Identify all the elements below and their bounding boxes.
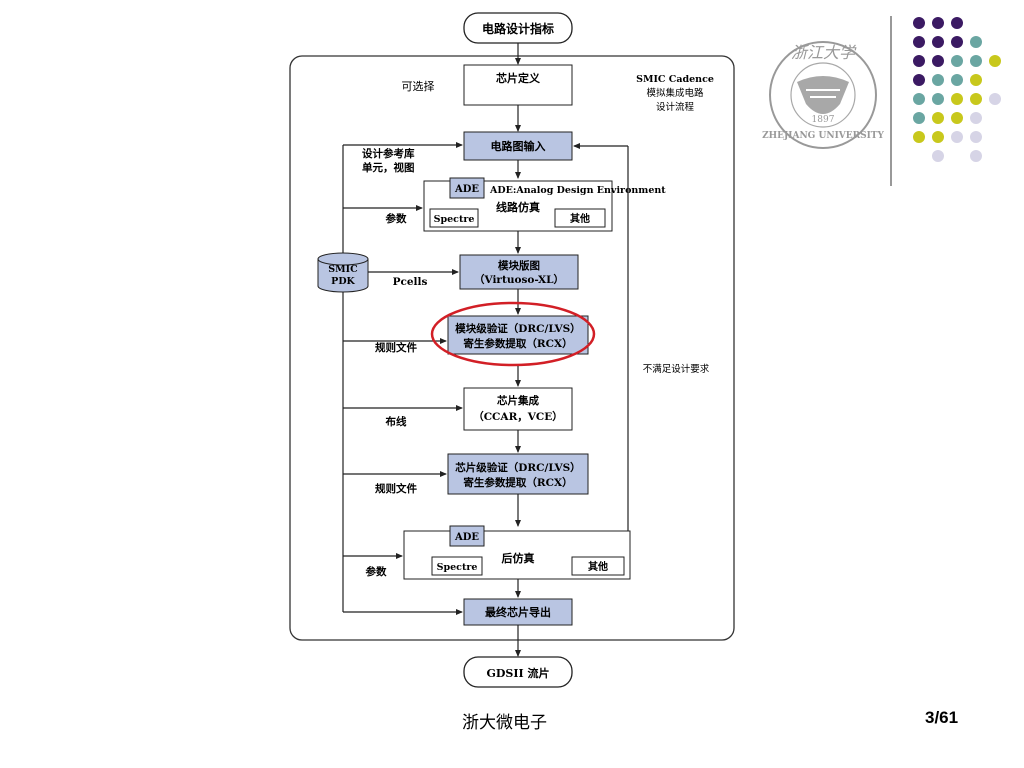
chip-definition-box (463, 64, 573, 106)
zju-logo: 浙江大学 1897 ZHEJIANG UNIVERSITY (762, 41, 885, 149)
final-export-box (463, 598, 573, 626)
spectre-box-2 (431, 556, 483, 576)
schematic-input-box (463, 131, 573, 161)
footer-center-text: 浙大微电子 (462, 713, 547, 732)
other-text-1: 其他 (570, 212, 590, 225)
logo-year-text: 1897 (812, 115, 835, 125)
layout-box (459, 254, 579, 290)
ade-tag-2 (449, 525, 485, 547)
rule-file-label-1: 规则文件 (375, 341, 417, 354)
params-label-2: 参数 (366, 565, 387, 578)
design-ref-line1: 设计参考库 (362, 147, 415, 160)
params-label-1: 参数 (386, 212, 407, 225)
layout-text-1: 模块版图 (498, 259, 540, 272)
layout-text-2: （Virtuoso-XL） (474, 273, 564, 286)
logo-univ-text: ZHEJIANG UNIVERSITY (762, 131, 884, 141)
ade-tag-1 (449, 177, 485, 199)
flow-note-line1: SMIC Cadence (636, 74, 714, 85)
flow-note-line2: 模拟集成电路 (646, 87, 704, 99)
chip-verify-text-2: 寄生参数提取（RCX） (463, 476, 572, 489)
post-sim-text: 后仿真 (502, 551, 535, 565)
pdk-text-1: SMIC (328, 264, 358, 275)
block-verify-text-2: 寄生参数提取（RCX） (463, 337, 572, 350)
chip-definition-text: 芯片定义 (496, 71, 541, 85)
optional-label: 可选择 (402, 79, 435, 93)
pdk-cylinder (317, 252, 369, 293)
top-terminal-text: 电路设计指标 (482, 21, 554, 36)
spectre-text-2: Spectre (437, 562, 478, 573)
final-export-text: 最终芯片导出 (485, 605, 551, 619)
bottom-terminal-text: GDSII 流片 (487, 666, 550, 680)
schematic-input-text: 电路图输入 (491, 139, 546, 153)
block-verify-text-1: 模块级验证（DRC/LVS） (455, 322, 580, 335)
routing-label: 布线 (386, 415, 407, 428)
flow-note-line3: 设计流程 (656, 101, 695, 113)
chip-verify-box (447, 453, 589, 495)
rule-file-label-2: 规则文件 (375, 482, 417, 495)
chip-integration-text-2: （CCAR，VCE） (473, 410, 563, 423)
ade-tag-1-text: ADE (454, 184, 479, 195)
spectre-box-1 (429, 208, 479, 228)
ade-tag-2-text: ADE (454, 532, 479, 543)
not-meet-label: 不满足设计要求 (643, 363, 710, 375)
design-ref-line2: 单元，视图 (362, 161, 415, 174)
chip-verify-text-1: 芯片级验证（DRC/LVS） (455, 461, 580, 474)
flow-frame (289, 55, 735, 641)
other-box-2 (571, 556, 625, 576)
other-box-1 (554, 208, 606, 228)
bottom-terminal-box (463, 656, 573, 688)
spectre-text-1: Spectre (434, 214, 475, 225)
footer-page-number: 3/61 (925, 708, 959, 727)
chip-integration-text-1: 芯片集成 (497, 394, 539, 407)
other-text-2: 其他 (588, 560, 608, 573)
circuit-sim-text: 线路仿真 (496, 200, 540, 214)
chip-integration-box (463, 387, 573, 431)
logo-top-text: 浙江大学 (791, 43, 857, 62)
pdk-text-2: PDK (331, 276, 355, 287)
pcells-label: Pcells (393, 276, 428, 288)
block-verify-box (447, 315, 589, 355)
highlight-ellipse (430, 301, 596, 367)
dot-grid (913, 17, 1001, 162)
ade-full-text: ADE:Analog Design Environment (489, 185, 666, 196)
